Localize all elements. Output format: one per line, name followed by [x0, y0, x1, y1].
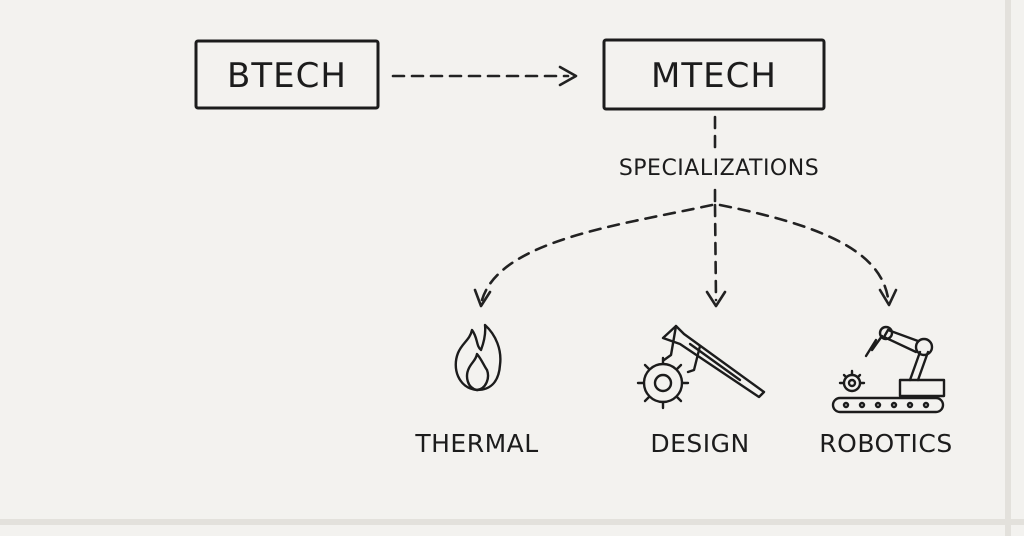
btech-box [194, 39, 380, 110]
btech-to-mtech-arrow [391, 65, 578, 87]
arrowhead-icon [473, 288, 492, 308]
mtech-box [602, 38, 826, 111]
arrowhead-icon [705, 290, 727, 308]
specialization-robotics-label: ROBOTICS [819, 429, 952, 458]
specialization-design-label: DESIGN [650, 429, 749, 458]
flame-icon [454, 323, 502, 392]
robotic-arm-icon [831, 325, 946, 414]
arrowhead-icon [878, 288, 898, 307]
mtech-label: MTECH [651, 56, 777, 96]
edge-to-robotics [718, 203, 890, 300]
caliper-gear-icon [636, 324, 766, 410]
btech-label: BTECH [227, 56, 347, 96]
edge-to-design [713, 203, 718, 302]
btech-node: BTECH [194, 39, 380, 110]
arrowhead-icon [558, 65, 578, 87]
specialization-thermal-label: THERMAL [414, 429, 538, 458]
mtech-node: MTECH [602, 38, 826, 111]
edge-to-thermal [480, 203, 714, 302]
specializations-label: SPECIALIZATIONS [619, 156, 819, 181]
